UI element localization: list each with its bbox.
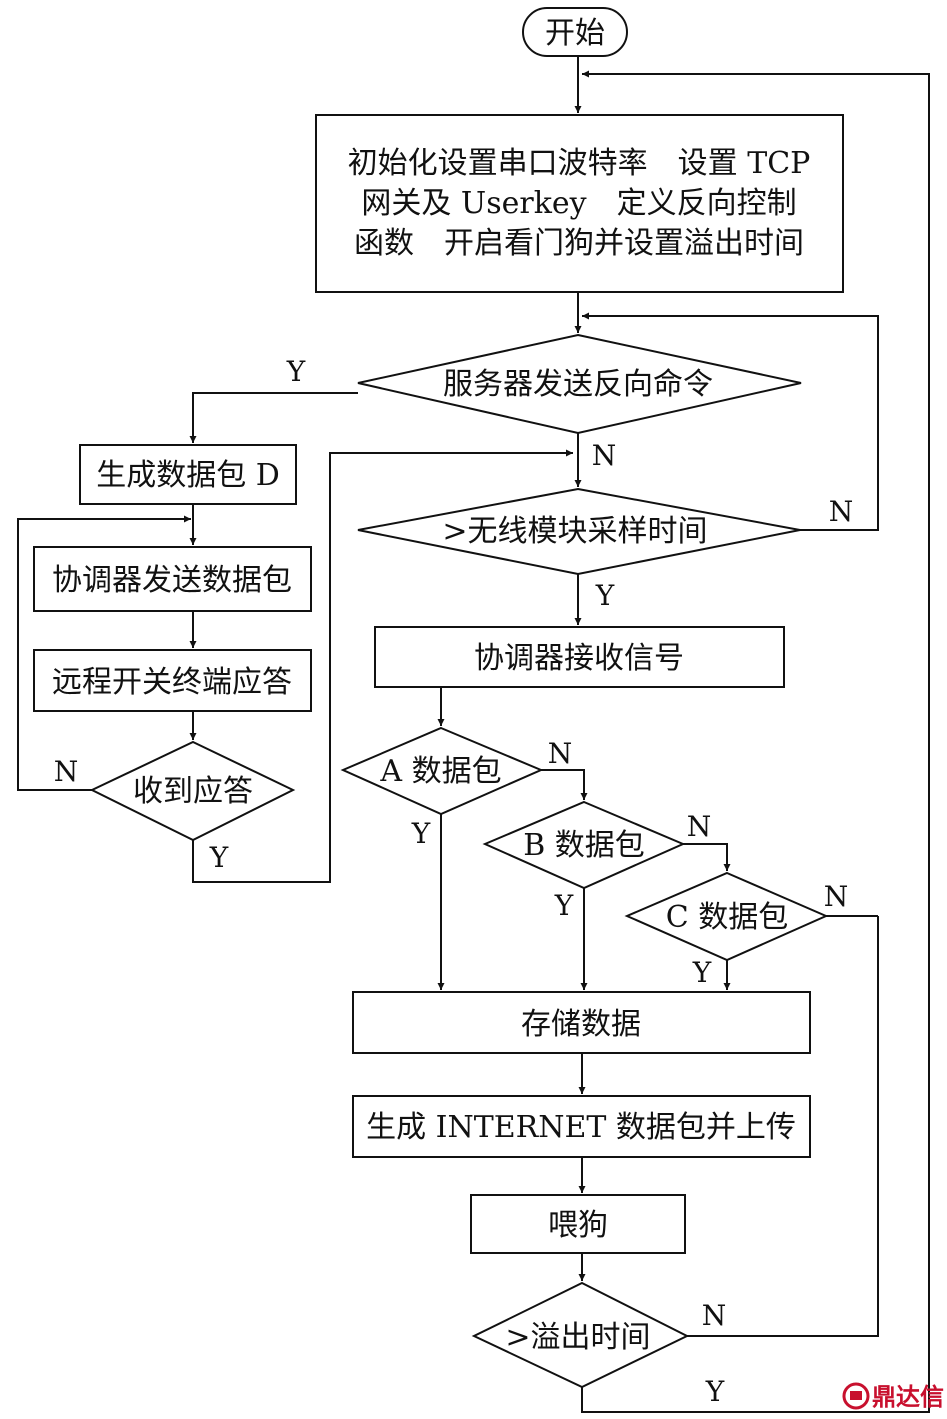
start-node: 开始 — [522, 7, 628, 57]
label-sample-no: N — [829, 495, 854, 528]
edge-got-yes — [192, 449, 573, 883]
server-command-decision: 服务器发送反向命令 — [357, 333, 802, 435]
remote-ack-label: 远程开关终端应答 — [52, 665, 292, 700]
start-label: 开始 — [545, 16, 605, 51]
label-a-yes: Y — [411, 817, 431, 850]
edge-a-no — [541, 769, 588, 800]
label-c-no: N — [824, 880, 849, 913]
label-a-no: N — [548, 737, 573, 770]
label-got-ack-yes: Y — [209, 841, 229, 874]
packet-a-label: A 数据包 — [379, 754, 501, 789]
watermark-logo: 鼎达信 — [842, 1382, 944, 1411]
edge-overflow-no — [687, 916, 879, 1337]
gen-d-process: 生成数据包 D — [79, 444, 297, 505]
label-got-ack-no: N — [54, 755, 79, 788]
label-b-yes: Y — [554, 889, 574, 922]
init-process: 初始化设置串口波特率 设置 TCP 网关及 Userkey 定义反向控制 函数 … — [315, 114, 844, 293]
packet-c-label: C 数据包 — [666, 900, 789, 935]
label-server-no: N — [592, 439, 617, 472]
gen-d-label: 生成数据包 D — [96, 458, 280, 493]
sample-time-label: >无线模块采样时间 — [442, 514, 707, 549]
gen-internet-process: 生成 INTERNET 数据包并上传 — [352, 1095, 811, 1158]
packet-c-decision: C 数据包 — [624, 871, 829, 962]
edge-server-yes — [189, 392, 358, 443]
packet-a-decision: A 数据包 — [340, 726, 544, 816]
coord-recv-process: 协调器接收信号 — [374, 626, 785, 688]
watermark-text: 鼎达信 — [872, 1383, 944, 1411]
watermark-icon-core — [850, 1391, 862, 1400]
packet-b-label: B 数据包 — [523, 828, 645, 863]
label-overflow-yes: Y — [705, 1375, 725, 1408]
init-line-2: 网关及 Userkey 定义反向控制 — [361, 186, 796, 221]
label-server-yes: Y — [286, 355, 306, 388]
server-command-label: 服务器发送反向命令 — [443, 367, 713, 402]
connectors — [17, 56, 930, 1413]
feed-dog-process: 喂狗 — [470, 1194, 686, 1254]
init-line-1: 初始化设置串口波特率 设置 TCP — [348, 146, 811, 181]
overflow-decision: >溢出时间 — [471, 1281, 690, 1389]
store-label: 存储数据 — [521, 1007, 641, 1042]
watermark-icon — [842, 1382, 870, 1410]
label-overflow-no: N — [702, 1299, 727, 1332]
label-sample-yes: Y — [595, 579, 615, 612]
feed-dog-label: 喂狗 — [548, 1208, 608, 1243]
sample-time-decision: >无线模块采样时间 — [357, 487, 801, 576]
coord-recv-label: 协调器接收信号 — [474, 641, 684, 676]
gen-internet-label: 生成 INTERNET 数据包并上传 — [366, 1110, 796, 1145]
label-b-no: N — [687, 810, 712, 843]
edge-got-no — [17, 515, 191, 791]
edge-b-no — [683, 843, 731, 871]
branch-labels: Y N N Y N Y N Y N Y N Y N Y — [54, 355, 854, 1408]
overflow-label: >溢出时间 — [505, 1320, 650, 1355]
store-process: 存储数据 — [352, 991, 811, 1054]
packet-b-decision: B 数据包 — [482, 800, 686, 890]
edge-overflow-yes — [581, 70, 930, 1413]
remote-ack-process: 远程开关终端应答 — [33, 649, 312, 712]
coord-send-process: 协调器发送数据包 — [33, 546, 312, 612]
got-ack-label: 收到应答 — [133, 774, 253, 809]
edge-sample-no — [582, 312, 879, 531]
coord-send-label: 协调器发送数据包 — [52, 563, 292, 598]
init-line-3: 函数 开启看门狗并设置溢出时间 — [354, 226, 804, 261]
label-c-yes: Y — [692, 956, 712, 989]
got-ack-decision: 收到应答 — [89, 740, 296, 842]
